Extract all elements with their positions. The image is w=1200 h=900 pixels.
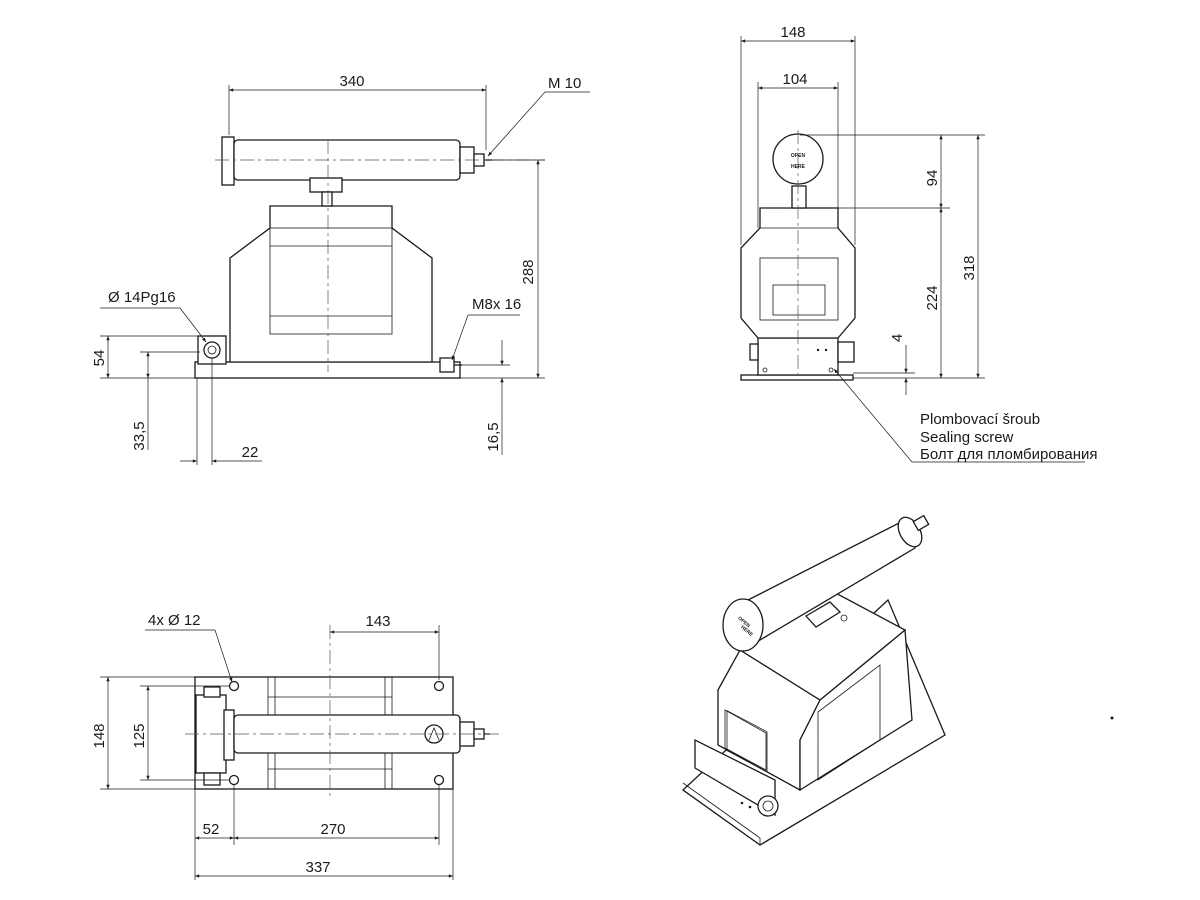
front-clamp — [309, 177, 343, 193]
side-dim-104-label: 104 — [782, 71, 807, 88]
dim-288-label: 288 — [520, 259, 537, 284]
dim-gland-label: Ø 14Pg16 — [108, 289, 176, 306]
stray-mark — [1110, 716, 1114, 720]
iso-cylinder-cap — [722, 598, 764, 652]
dim-340-label: 340 — [339, 73, 364, 90]
top-dim-148-label: 148 — [91, 723, 108, 748]
side-label-plate — [772, 284, 826, 316]
dim-bolt-label: M8x 16 — [472, 296, 521, 313]
dim-54-label: 54 — [91, 350, 108, 367]
front-base-plate — [194, 361, 461, 379]
front-window — [269, 227, 393, 335]
top-hole-4 — [433, 774, 445, 786]
side-dim-318-label: 318 — [961, 255, 978, 280]
side-dim-148-label: 148 — [780, 24, 805, 41]
side-dim-94-label: 94 — [924, 170, 941, 187]
top-dim-holes-label: 4x Ø 12 — [148, 612, 201, 629]
iso-terminal-box — [694, 738, 776, 817]
seal-note-en: Sealing screw — [920, 429, 1014, 446]
isometric-view: OPEN HERE — [681, 514, 946, 846]
top-dim-270-label: 270 — [320, 821, 345, 838]
seal-note-ru: Болт для пломбирования — [920, 446, 1098, 463]
side-dim-4-label: 4 — [889, 334, 906, 342]
top-dim-143-label: 143 — [365, 613, 390, 630]
iso-clamp — [804, 601, 842, 628]
front-view — [194, 136, 545, 379]
top-hole-2 — [433, 680, 445, 692]
side-view: OPEN HERE — [740, 130, 856, 381]
top-dimensions: 4x Ø 12 143 148 125 52 270 337 — [91, 612, 454, 880]
front-body — [229, 205, 433, 363]
side-dimensions: 148 104 94 224 318 4 Plombovací šroub Se… — [740, 24, 1098, 463]
dim-33-5-label: 33,5 — [131, 421, 148, 450]
top-dim-125-label: 125 — [131, 723, 148, 748]
seal-note-cz: Plombovací šroub — [920, 411, 1040, 428]
dim-16-5-label: 16,5 — [485, 422, 502, 451]
side-dim-224-label: 224 — [924, 285, 941, 310]
iso-body-side — [799, 628, 913, 792]
iso-label-plate — [724, 709, 767, 771]
top-dim-52-label: 52 — [203, 821, 220, 838]
top-view — [185, 625, 500, 800]
front-cylinder-flange — [221, 136, 235, 186]
dim-m10-label: M 10 — [548, 75, 581, 92]
front-dimensions: 340 M 10 288 Ø 14Pg16 M8x 16 54 33,5 22 — [91, 73, 590, 465]
dim-22-label: 22 — [242, 444, 259, 461]
top-dim-337-label: 337 — [305, 859, 330, 876]
side-base-plate — [740, 374, 854, 381]
front-earth-bolt — [439, 357, 455, 373]
